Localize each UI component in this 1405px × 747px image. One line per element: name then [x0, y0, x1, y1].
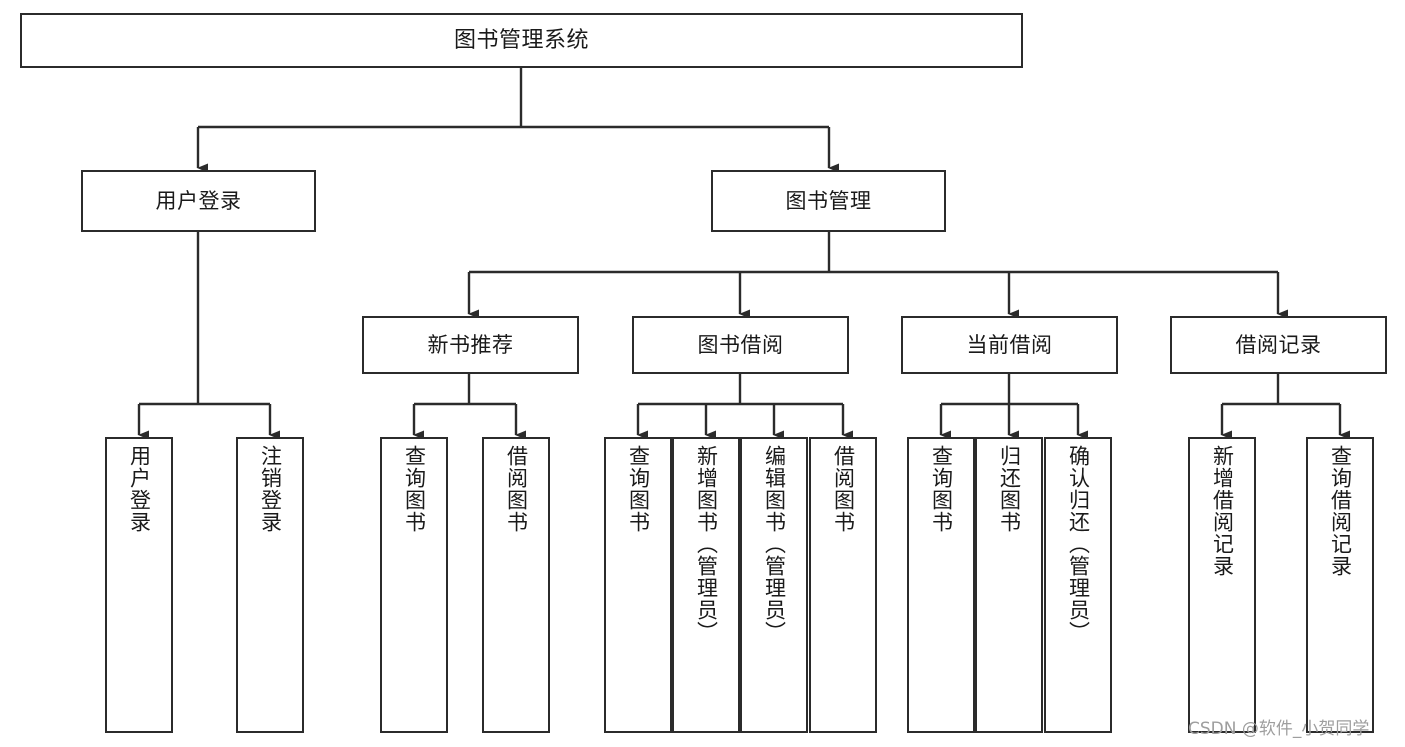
node-user-login[interactable]: 用户登录 [81, 170, 316, 232]
leaf-query-book-borrow[interactable]: 查询图书 [604, 437, 672, 733]
leaf-add-borrow-record[interactable]: 新增借阅记录 [1188, 437, 1256, 733]
node-label: 图书管理系统 [453, 27, 589, 53]
leaf-borrow-book[interactable]: 借阅图书 [809, 437, 877, 733]
node-label: 查询图书 [402, 445, 427, 533]
node-label: 编辑图书（管理员） [762, 445, 787, 643]
leaf-query-borrow-record[interactable]: 查询借阅记录 [1306, 437, 1374, 733]
node-label: 查询借阅记录 [1328, 445, 1353, 577]
node-label: 用户登录 [155, 188, 242, 213]
node-label: 图书管理 [785, 188, 872, 213]
node-label: 查询图书 [929, 445, 954, 533]
node-label: 图书借阅 [697, 332, 784, 357]
node-label: 借阅图书 [504, 445, 529, 533]
node-label: 用户登录 [127, 445, 152, 533]
watermark-text: CSDN @软件_小贺同学 [1188, 719, 1370, 739]
leaf-query-book-recommendation[interactable]: 查询图书 [380, 437, 448, 733]
leaf-add-book-admin[interactable]: 新增图书（管理员） [672, 437, 740, 733]
leaf-edit-book-admin[interactable]: 编辑图书（管理员） [740, 437, 808, 733]
node-label: 新增借阅记录 [1210, 445, 1235, 577]
node-label: 当前借阅 [966, 332, 1053, 357]
node-book-management[interactable]: 图书管理 [711, 170, 946, 232]
node-label: 注销登录 [258, 445, 283, 533]
leaf-return-book[interactable]: 归还图书 [975, 437, 1043, 733]
node-label: 借阅记录 [1235, 332, 1322, 357]
node-current-borrow[interactable]: 当前借阅 [901, 316, 1118, 374]
leaf-user-logout[interactable]: 注销登录 [236, 437, 304, 733]
leaf-query-book-current[interactable]: 查询图书 [907, 437, 975, 733]
leaf-borrow-book-recommendation[interactable]: 借阅图书 [482, 437, 550, 733]
node-new-book-recommendation[interactable]: 新书推荐 [362, 316, 579, 374]
node-borrow-record[interactable]: 借阅记录 [1170, 316, 1387, 374]
leaf-confirm-return-admin[interactable]: 确认归还（管理员） [1044, 437, 1112, 733]
node-label: 确认归还（管理员） [1066, 445, 1091, 643]
leaf-user-login[interactable]: 用户登录 [105, 437, 173, 733]
node-label: 借阅图书 [831, 445, 856, 533]
node-book-borrow[interactable]: 图书借阅 [632, 316, 849, 374]
node-label: 归还图书 [997, 445, 1022, 533]
node-label: 新书推荐 [427, 332, 514, 357]
node-label: 新增图书（管理员） [694, 445, 719, 643]
node-label: 查询图书 [626, 445, 651, 533]
node-root-book-management-system[interactable]: 图书管理系统 [20, 13, 1023, 68]
